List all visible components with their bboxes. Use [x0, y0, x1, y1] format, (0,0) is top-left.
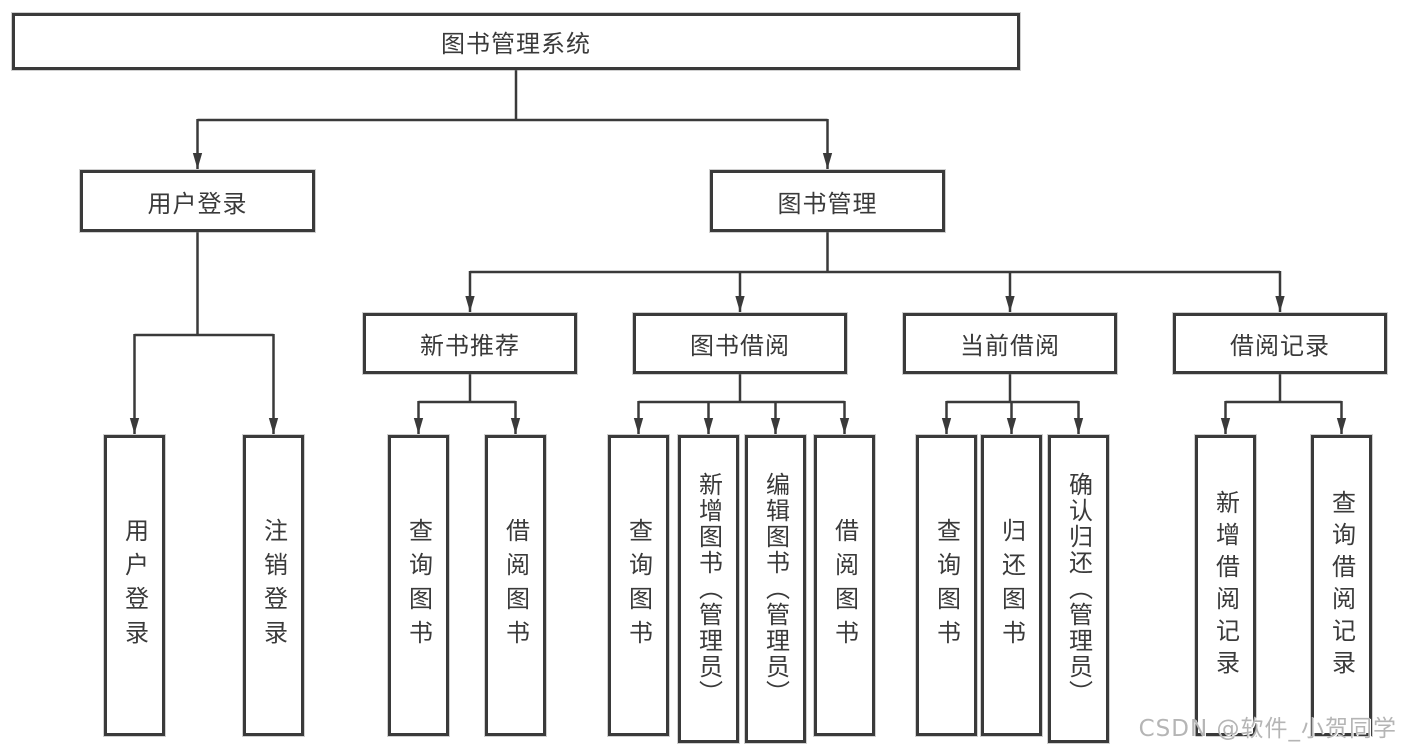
leaf-query-books-1: 查询图书: [388, 435, 449, 736]
node-label: 查询借阅记录: [1327, 489, 1356, 682]
node-label: 图书管理: [777, 189, 878, 218]
node-label: 用户登录: [147, 189, 248, 218]
node-label: 新书推荐: [420, 332, 520, 360]
node-label: 图书借阅: [690, 332, 790, 360]
node-label: 编辑图书（管理员）: [761, 472, 790, 706]
node-label: 注销登录: [259, 517, 288, 654]
node-current-borrowing: 当前借阅: [903, 313, 1117, 374]
node-label: 新增借阅记录: [1211, 489, 1240, 682]
connector-records-rail: [1225, 374, 1342, 404]
node-label: 图书管理系统: [441, 30, 591, 58]
leaf-query-books-3: 查询图书: [916, 435, 977, 736]
connector-root-rail: [197, 70, 828, 122]
node-new-book-recommend: 新书推荐: [363, 313, 577, 374]
leaf-borrow-books-2: 借阅图书: [814, 435, 875, 736]
leaf-edit-books-admin: 编辑图书（管理员）: [745, 435, 806, 743]
node-label: 归还图书: [997, 517, 1026, 654]
node-label: 新增图书（管理员）: [694, 472, 723, 706]
connector-borrow-rail: [638, 374, 845, 404]
connector-userlogin-rail: [134, 232, 274, 337]
connector-current-rail: [946, 374, 1079, 404]
csdn-watermark: CSDN @软件_小贺同学: [1138, 716, 1397, 742]
connector-newbooks-rail: [418, 374, 516, 404]
node-label: 确认归还（管理员）: [1064, 472, 1093, 706]
node-label: 查询图书: [404, 517, 433, 654]
leaf-add-borrow-record: 新增借阅记录: [1195, 435, 1256, 736]
leaf-query-books-2: 查询图书: [608, 435, 669, 736]
node-borrowing-records: 借阅记录: [1173, 313, 1387, 374]
node-label: 用户登录: [120, 517, 149, 654]
leaf-return-books: 归还图书: [981, 435, 1042, 736]
node-label: 借阅记录: [1230, 332, 1330, 360]
node-label: 借阅图书: [501, 517, 530, 654]
leaf-user-login: 用户登录: [104, 435, 165, 736]
node-book-management: 图书管理: [710, 170, 945, 232]
node-label: 查询图书: [624, 517, 653, 654]
connector-bookmgmt-rail: [470, 232, 1280, 274]
node-book-borrowing: 图书借阅: [633, 313, 847, 374]
leaf-borrow-books-1: 借阅图书: [485, 435, 546, 736]
leaf-logout: 注销登录: [243, 435, 304, 736]
node-library-management-system: 图书管理系统: [12, 13, 1020, 70]
node-label: 借阅图书: [830, 517, 859, 654]
node-user-login-group: 用户登录: [80, 170, 315, 232]
node-label: 查询图书: [932, 517, 961, 654]
leaf-query-borrow-record: 查询借阅记录: [1311, 435, 1372, 736]
node-label: 当前借阅: [960, 332, 1060, 360]
leaf-add-books-admin: 新增图书（管理员）: [678, 435, 739, 743]
leaf-confirm-return-admin: 确认归还（管理员）: [1048, 435, 1109, 743]
